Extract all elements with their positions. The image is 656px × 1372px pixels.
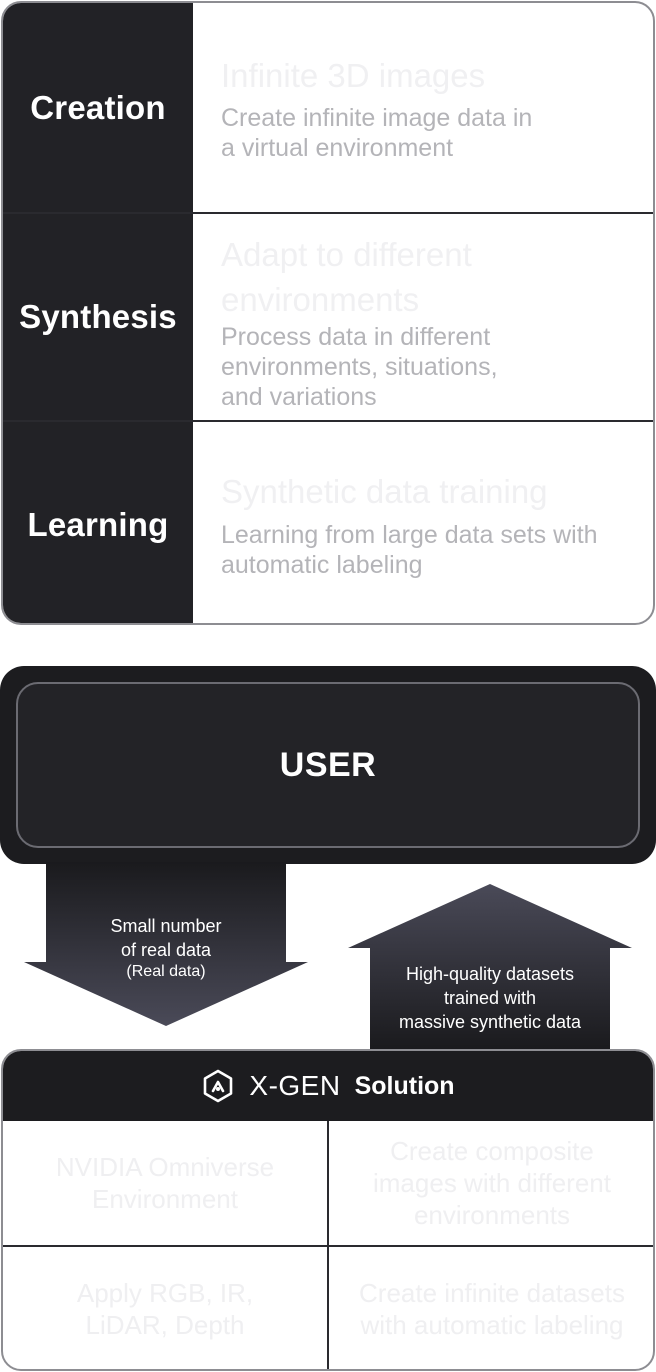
row-label: Synthesis [3,214,193,420]
down-arrow-sublabel: (Real data) [126,963,206,980]
solution-cell-sensors: Apply RGB, IR, LiDAR, Depth [3,1247,329,1369]
feature-table: Creation Infinite 3D images Create infin… [1,1,655,625]
solution-cell-composite: Create composite images with different e… [329,1121,653,1247]
row-faint-heading: Infinite 3D images [221,57,486,94]
brand-name: X-GEN [249,1070,341,1101]
row-content: Synthetic data training Learning from la… [193,422,653,623]
solution-cell-omniverse: NVIDIA Omniverse Environment [3,1121,329,1247]
up-arrow-label: High-quality datasets trained with massi… [398,964,582,1032]
solution-cell-datasets: Create infinite datasets with automatic … [359,1278,625,1340]
row-content: Infinite 3D images Create infinite image… [193,3,653,212]
feature-row-creation: Creation Infinite 3D images Create infin… [3,3,653,212]
up-arrow [348,884,632,1050]
down-arrow [24,862,308,1026]
solution-header: X-GEN Solution [3,1051,653,1121]
row-content: Adapt to different environments Process … [193,214,653,420]
row-faint-heading: Synthetic data training [221,473,548,510]
user-block: USER [0,666,656,864]
feature-row-synthesis: Synthesis Adapt to different environment… [3,212,653,420]
flow-arrows [24,862,632,1050]
down-arrow-label: Small number of real data [110,916,222,960]
row-label: Learning [3,422,193,623]
x-gen-hexagon-logo-icon [201,1069,235,1103]
solution-table: X-GEN Solution NVIDIA Omniverse Environm… [1,1049,655,1371]
row-description: Process data in different environments, … [221,323,498,411]
solution-title: Solution [354,1071,455,1100]
row-label: Creation [3,3,193,212]
feature-row-learning: Learning Synthetic data training Learnin… [3,420,653,623]
row-description: Learning from large data sets with autom… [221,521,598,579]
user-panel: USER [16,682,640,848]
row-faint-heading: Adapt to different environments [221,236,472,318]
row-description: Create infinite image data in a virtual … [221,104,533,162]
user-label: USER [279,745,377,784]
